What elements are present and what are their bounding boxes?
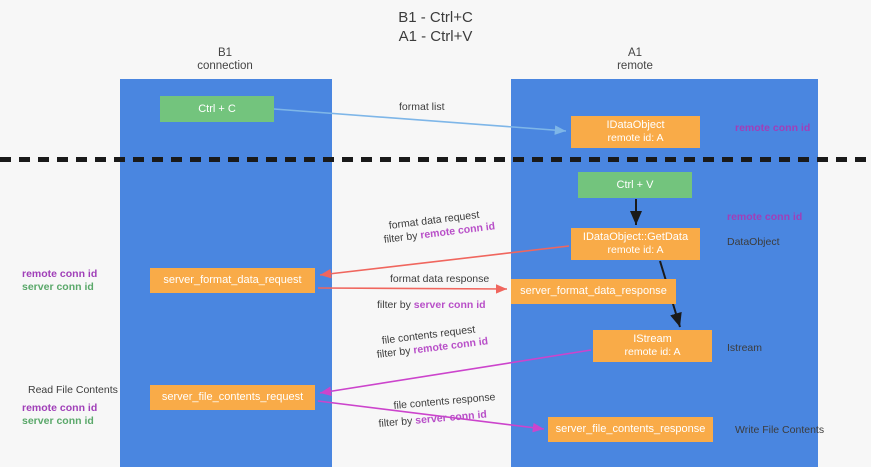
node-server-file-contents-request[interactable]: server_file_contents_request — [150, 385, 315, 410]
page-title: B1 - Ctrl+C A1 - Ctrl+V — [0, 8, 871, 46]
lane-header-a1: A1 remote — [560, 47, 710, 73]
annotation-left-server-conn-id-bottom: server conn id — [22, 415, 94, 427]
node-getdata-title: IDataObject::GetData — [582, 231, 689, 243]
lane-header-b1-role: connection — [197, 60, 253, 72]
edge-label-format-data-response-filter: filter by server conn id — [377, 298, 486, 312]
node-server-format-data-response[interactable]: server_format_data_response — [511, 279, 676, 304]
node-server-file-contents-response[interactable]: server_file_contents_response — [548, 417, 713, 442]
node-idataobject-getdata[interactable]: IDataObject::GetData remote id: A — [571, 228, 700, 260]
annotation-left-remote-conn-id-bottom: remote conn id — [22, 402, 98, 414]
node-idataobject-remoteid: remote id: A — [607, 132, 664, 144]
node-istream[interactable]: IStream remote id: A — [593, 330, 712, 362]
lane-header-a1-role: remote — [617, 60, 653, 72]
lane-header-a1-name: A1 — [627, 47, 643, 59]
annotation-remote-conn-id-top: remote conn id — [735, 122, 811, 134]
node-server-format-data-response-label: server_format_data_response — [520, 285, 667, 297]
edge-label-format-data-response: format data response — [390, 273, 490, 285]
arrow-format-data-response — [317, 284, 508, 294]
edge-label-format-list: format list — [399, 101, 445, 113]
node-idataobject-title: IDataObject — [606, 119, 665, 131]
node-ctrl-c-label: Ctrl + C — [198, 102, 236, 115]
annotation-left-remote-conn-id-mid: remote conn id — [22, 268, 98, 280]
annotation-read-file-contents: Read File Contents — [28, 384, 118, 396]
node-server-format-data-request[interactable]: server_format_data_request — [150, 268, 315, 293]
filter-key-server-conn-id: server conn id — [413, 299, 486, 311]
node-idataobject[interactable]: IDataObject remote id: A — [571, 116, 700, 148]
node-server-file-contents-response-label: server_file_contents_response — [555, 423, 706, 435]
annotation-dataobject: DataObject — [727, 236, 780, 248]
node-server-format-data-request-label: server_format_data_request — [163, 274, 302, 286]
title-line-1: B1 - Ctrl+C — [398, 9, 473, 26]
title-line-2: A1 - Ctrl+V — [398, 28, 473, 45]
filter-key-server-conn-id: server conn id — [414, 408, 488, 427]
node-getdata-remoteid: remote id: A — [607, 244, 664, 256]
filter-prefix: filter by — [378, 414, 416, 430]
filter-prefix: filter by — [377, 299, 414, 311]
lane-header-b1-name: B1 — [217, 47, 233, 59]
lane-header-b1: B1 connection — [150, 47, 300, 73]
node-istream-remoteid: remote id: A — [624, 346, 681, 358]
node-ctrl-v[interactable]: Ctrl + V — [578, 172, 692, 198]
filter-prefix: filter by — [383, 229, 422, 246]
annotation-write-file-contents: Write File Contents — [735, 424, 825, 436]
node-ctrl-v-label: Ctrl + V — [616, 178, 654, 191]
annotation-left-server-conn-id-mid: server conn id — [22, 281, 94, 293]
node-ctrl-c[interactable]: Ctrl + C — [160, 96, 274, 122]
annotation-istream: Istream — [727, 342, 763, 354]
filter-prefix: filter by — [376, 344, 415, 361]
node-istream-title: IStream — [633, 333, 672, 345]
phase-divider — [0, 157, 871, 162]
node-server-file-contents-request-label: server_file_contents_request — [161, 391, 304, 403]
annotation-remote-conn-id-mid: remote conn id — [727, 211, 803, 223]
